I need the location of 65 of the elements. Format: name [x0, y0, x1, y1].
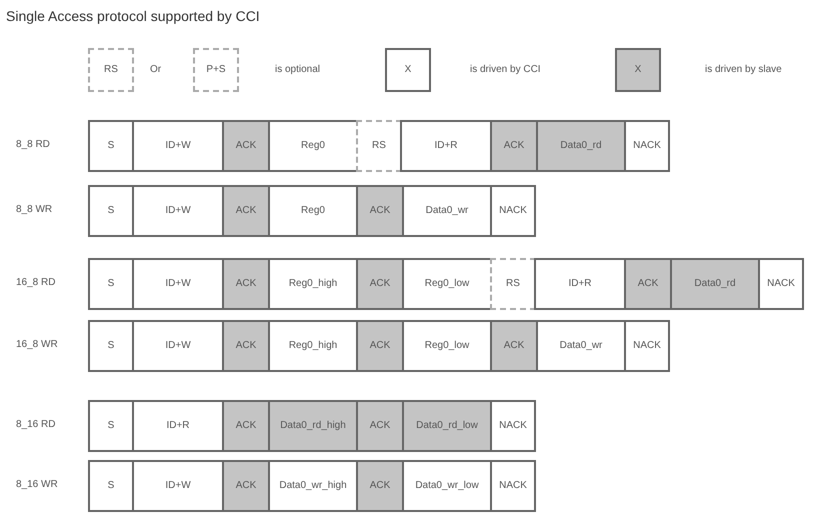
master-field-cell: Reg0 — [268, 120, 358, 172]
master-field-cell: NACK — [624, 120, 670, 172]
slave-field-cell: ACK — [356, 320, 404, 372]
master-field-cell: NACK — [490, 460, 536, 512]
master-field-cell: ID+W — [132, 320, 224, 372]
master-field-cell: ID+R — [132, 400, 224, 452]
master-field-cell: NACK — [490, 400, 536, 452]
slave-field-cell: X — [615, 48, 661, 92]
optional-field-cell: P+S — [193, 48, 239, 92]
row-label: 16_8 RD — [16, 277, 56, 288]
optional-field-cell: RS — [88, 48, 134, 92]
slave-field-cell: ACK — [490, 120, 538, 172]
optional-field-cell: RS — [490, 258, 536, 310]
slave-field-cell: Data0_rd — [670, 258, 760, 310]
title: Single Access protocol supported by CCI — [6, 8, 260, 24]
master-field-cell: S — [88, 185, 134, 237]
master-field-cell: ID+W — [132, 460, 224, 512]
master-field-cell: NACK — [490, 185, 536, 237]
slave-field-cell: ACK — [222, 320, 270, 372]
slave-field-cell: ACK — [356, 185, 404, 237]
master-field-cell: ID+R — [534, 258, 626, 310]
optional-field-cell: RS — [356, 120, 402, 172]
slave-field-cell: ACK — [222, 120, 270, 172]
row-label: 8_8 RD — [16, 139, 50, 150]
master-field-cell: S — [88, 258, 134, 310]
master-field-cell: Data0_wr — [402, 185, 492, 237]
slave-field-cell: Data0_rd_high — [268, 400, 358, 452]
master-field-cell: Reg0_low — [402, 320, 492, 372]
slave-field-cell: ACK — [490, 320, 538, 372]
master-field-cell: S — [88, 320, 134, 372]
master-field-cell: NACK — [758, 258, 804, 310]
master-field-cell: ID+W — [132, 185, 224, 237]
master-field-cell: Reg0_low — [402, 258, 492, 310]
slave-field-cell: ACK — [356, 400, 404, 452]
slave-field-cell: Data0_rd_low — [402, 400, 492, 452]
row-label: 8_16 WR — [16, 479, 58, 490]
master-field-cell: Data0_wr — [536, 320, 626, 372]
master-field-cell: ID+W — [132, 258, 224, 310]
master-field-cell: NACK — [624, 320, 670, 372]
slave-field-cell: ACK — [222, 460, 270, 512]
master-field-cell: ID+R — [400, 120, 492, 172]
row-label: 8_8 WR — [16, 204, 52, 215]
legend-text: is driven by CCI — [470, 64, 541, 75]
legend-text: Or — [150, 64, 162, 75]
master-field-cell: S — [88, 400, 134, 452]
slave-field-cell: ACK — [222, 400, 270, 452]
master-field-cell: Data0_wr_high — [268, 460, 358, 512]
slave-field-cell: ACK — [222, 185, 270, 237]
slave-field-cell: ACK — [356, 460, 404, 512]
row-label: 16_8 WR — [16, 339, 58, 350]
master-field-cell: Reg0_high — [268, 320, 358, 372]
row-label: 8_16 RD — [16, 419, 56, 430]
master-field-cell: S — [88, 460, 134, 512]
master-field-cell: Reg0 — [268, 185, 358, 237]
legend-text: is optional — [275, 64, 320, 75]
master-field-cell: Data0_wr_low — [402, 460, 492, 512]
slave-field-cell: ACK — [356, 258, 404, 310]
master-field-cell: ID+W — [132, 120, 224, 172]
slave-field-cell: Data0_rd — [536, 120, 626, 172]
slave-field-cell: ACK — [222, 258, 270, 310]
master-field-cell: S — [88, 120, 134, 172]
legend-text: is driven by slave — [705, 64, 782, 75]
master-field-cell: Reg0_high — [268, 258, 358, 310]
slave-field-cell: ACK — [624, 258, 672, 310]
master-field-cell: X — [385, 48, 431, 92]
